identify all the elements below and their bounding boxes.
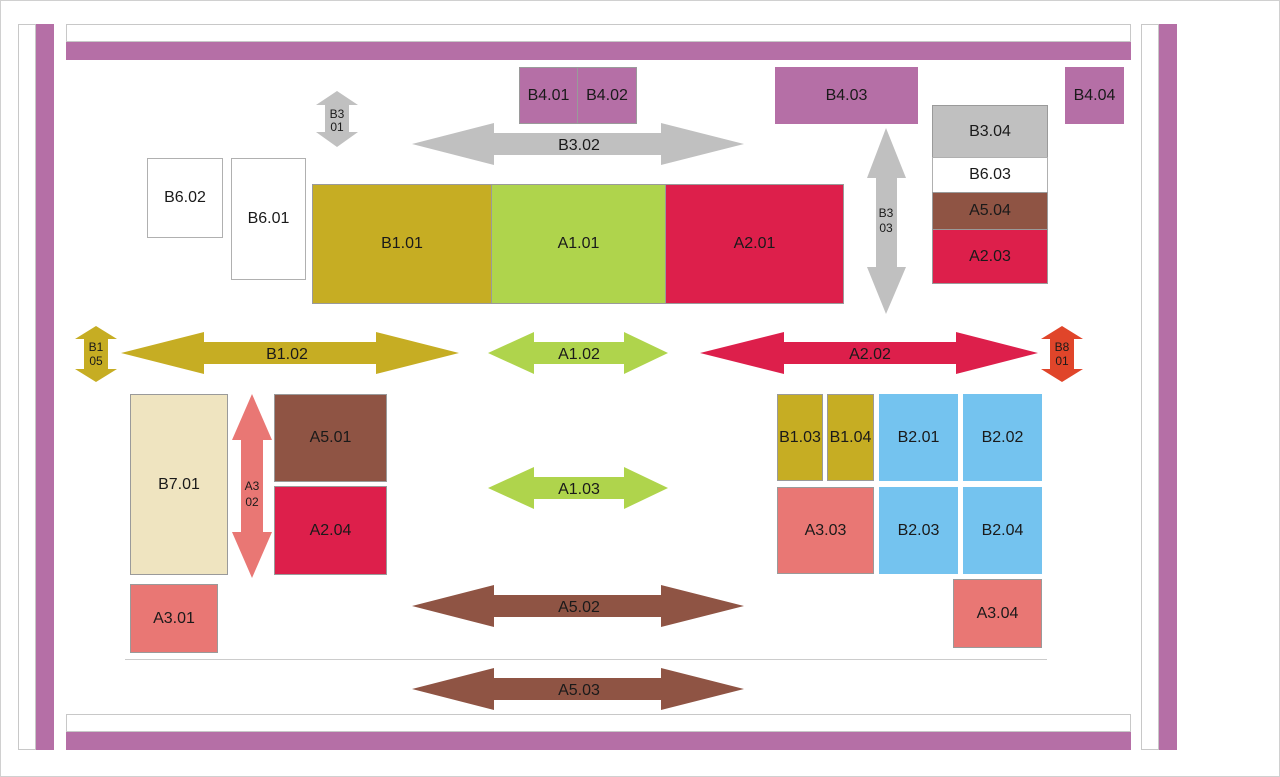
arrow-b302-label: B3.02 [558, 137, 600, 154]
left-white-strip [18, 24, 36, 750]
arrow-a202-label: A2.02 [849, 346, 891, 363]
block-a101[interactable]: A1.01 [491, 184, 666, 304]
arrow-a103[interactable]: A1.03 [488, 467, 668, 509]
arrow-b801-label-1: B8 [1055, 340, 1070, 354]
block-b403[interactable]: B4.03 [775, 67, 918, 124]
arrow-a502-label: A5.02 [558, 599, 600, 616]
arrow-a503-label: A5.03 [558, 682, 600, 699]
arrow-a102-label: A1.02 [558, 346, 600, 363]
block-b602[interactable]: B6.02 [147, 158, 223, 238]
arrow-b105-label-1: B1 [89, 340, 104, 354]
arrow-a502[interactable]: A5.02 [412, 585, 744, 627]
arrow-b102-label: B1.02 [266, 346, 308, 363]
arrow-a302-label-2: 02 [245, 495, 259, 509]
block-a201[interactable]: A2.01 [665, 184, 844, 304]
block-a203[interactable]: A2.03 [932, 229, 1048, 284]
block-a204[interactable]: A2.04 [274, 486, 387, 575]
left-purple-bar [36, 24, 54, 750]
block-b401[interactable]: B4.01 [519, 67, 578, 124]
arrow-b303-label-2: 03 [879, 221, 893, 235]
arrow-b303-label-1: B3 [879, 206, 894, 220]
block-b701[interactable]: B7.01 [130, 394, 228, 575]
block-b201[interactable]: B2.01 [879, 394, 958, 481]
block-a303[interactable]: A3.03 [777, 487, 874, 574]
arrow-b303[interactable]: B3 03 [867, 128, 906, 314]
block-b402[interactable]: B4.02 [577, 67, 637, 124]
arrow-a202[interactable]: A2.02 [700, 332, 1038, 374]
arrow-a302-label-1: A3 [245, 479, 260, 493]
block-b101[interactable]: B1.01 [312, 184, 492, 304]
bottom-white-strip [66, 714, 1131, 732]
arrow-b105-label-2: 05 [89, 354, 103, 368]
block-a501[interactable]: A5.01 [274, 394, 387, 482]
right-purple-bar [1159, 24, 1177, 750]
block-b203[interactable]: B2.03 [879, 487, 958, 574]
arrow-b102[interactable]: B1.02 [121, 332, 459, 374]
arrow-b302[interactable]: B3.02 [412, 123, 744, 165]
arrow-b301[interactable]: B3 01 [316, 91, 358, 147]
block-b204[interactable]: B2.04 [963, 487, 1042, 574]
block-a304[interactable]: A3.04 [953, 579, 1042, 648]
right-white-strip [1141, 24, 1159, 750]
arrow-b301-label-1: B3 [330, 107, 345, 121]
arrow-b301-label-2: 01 [330, 120, 344, 134]
bottom-purple-bar [66, 732, 1131, 750]
block-a301[interactable]: A3.01 [130, 584, 218, 653]
arrow-a102[interactable]: A1.02 [488, 332, 668, 374]
top-purple-bar [66, 42, 1131, 60]
block-b103[interactable]: B1.03 [777, 394, 823, 481]
block-b104[interactable]: B1.04 [827, 394, 874, 481]
arrow-a503[interactable]: A5.03 [412, 668, 744, 710]
block-b404[interactable]: B4.04 [1065, 67, 1124, 124]
block-b603[interactable]: B6.03 [932, 157, 1048, 193]
block-b601[interactable]: B6.01 [231, 158, 306, 280]
arrow-b105[interactable]: B1 05 [75, 326, 117, 382]
block-b304[interactable]: B3.04 [932, 105, 1048, 158]
block-b202[interactable]: B2.02 [963, 394, 1042, 481]
arrow-b801-label-2: 01 [1055, 354, 1069, 368]
top-white-strip [66, 24, 1131, 42]
arrow-a103-label: A1.03 [558, 481, 600, 498]
separator-line [125, 659, 1047, 660]
arrow-b801[interactable]: B8 01 [1041, 326, 1083, 382]
arrow-a302[interactable]: A3 02 [232, 394, 272, 578]
